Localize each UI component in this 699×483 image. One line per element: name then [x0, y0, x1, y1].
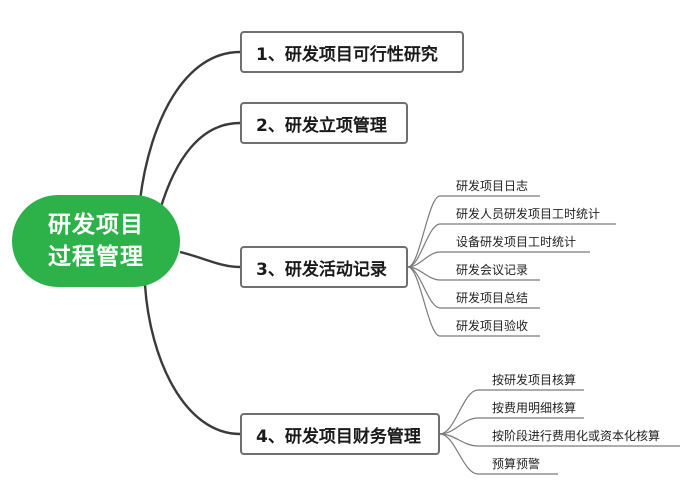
branch-node-3[interactable]: 3、研发活动记录 — [240, 246, 408, 288]
leaf-node[interactable]: 研发人员研发项目工时统计 — [456, 207, 601, 221]
edge-b4-leaf-3 — [439, 433, 680, 447]
edge-b3-leaf-4 — [407, 266, 540, 281]
edge-b4-leaf-2 — [439, 417, 584, 435]
edge-b4-leaf-1 — [439, 389, 584, 435]
branch-node-1[interactable]: 1、研发项目可行性研究 — [240, 31, 464, 73]
leaf-node[interactable]: 研发项目验收 — [456, 319, 529, 333]
edge-b3-leaf-3 — [407, 251, 590, 268]
branch-label: 4、研发项目财务管理 — [256, 426, 421, 447]
leaf-node[interactable]: 按阶段进行费用化或资本化核算 — [492, 429, 661, 443]
branch-node-2[interactable]: 2、研发立项管理 — [240, 102, 408, 144]
root-node[interactable]: 研发项目 过程管理 — [12, 195, 180, 287]
edge-root-branch-2 — [158, 121, 241, 211]
branch-label: 3、研发活动记录 — [256, 259, 387, 280]
leaf-node[interactable]: 研发项目总结 — [456, 291, 529, 305]
leaf-node[interactable]: 设备研发项目工时统计 — [456, 235, 577, 249]
edge-b3-leaf-2 — [407, 223, 616, 268]
leaf-node[interactable]: 研发会议记录 — [456, 263, 529, 277]
branch-label: 2、研发立项管理 — [256, 115, 387, 136]
edge-b3-leaf-5 — [407, 266, 540, 309]
leaf-node[interactable]: 研发项目日志 — [456, 179, 529, 193]
edge-b3-leaf-1 — [407, 195, 540, 268]
leaf-node[interactable]: 按费用明细核算 — [492, 401, 577, 415]
edge-b3-leaf-6 — [407, 266, 540, 337]
edge-root-branch-1 — [138, 50, 241, 201]
leaf-node[interactable]: 预算预警 — [492, 457, 541, 471]
leaf-node[interactable]: 按研发项目核算 — [492, 373, 577, 387]
root-title-line-2: 过程管理 — [48, 244, 144, 270]
root-title-line-1: 研发项目 — [48, 212, 144, 238]
branch-node-4[interactable]: 4、研发项目财务管理 — [240, 413, 440, 455]
edge-root-branch-4 — [143, 284, 241, 436]
edge-b4-leaf-4 — [439, 433, 558, 475]
branch-label: 1、研发项目可行性研究 — [256, 44, 438, 65]
edge-root-branch-3 — [179, 250, 241, 269]
